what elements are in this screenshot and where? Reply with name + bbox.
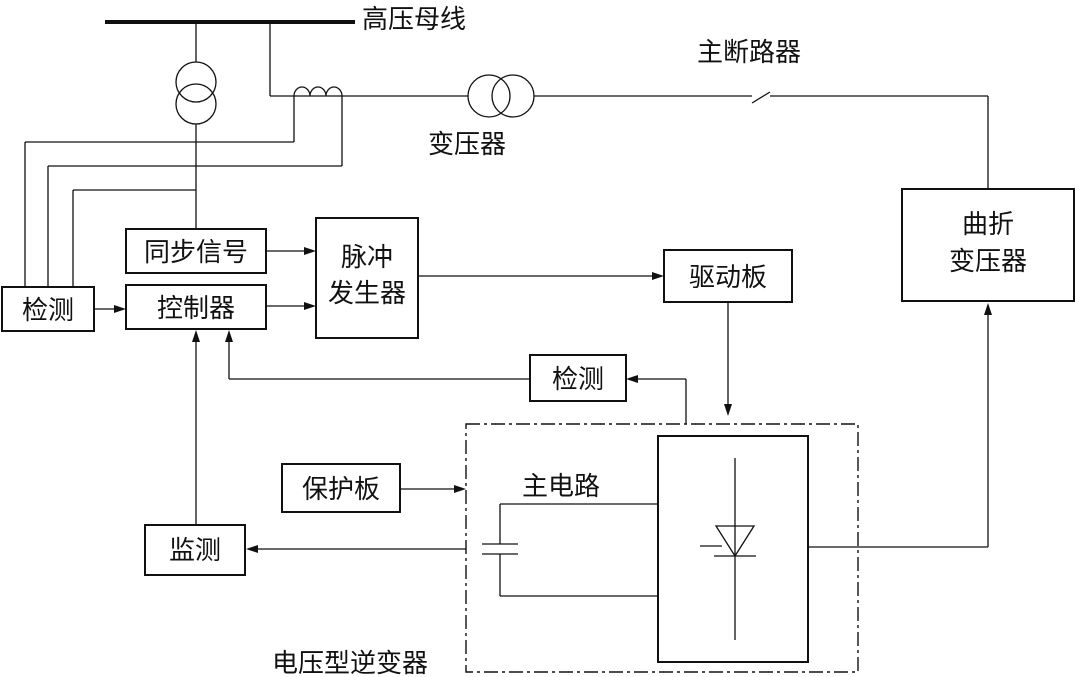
detect-mid-label: 检测 <box>552 365 604 395</box>
measurement-wires <box>24 96 343 287</box>
monitor-to-controller-arrow <box>192 330 200 342</box>
pulse-generator-box <box>315 217 419 339</box>
voltage-source-inverter-enclosure <box>465 423 859 673</box>
monitor-label: 监测 <box>169 536 221 566</box>
thyristor-icon <box>700 458 756 640</box>
main-circuit-label: 主电路 <box>522 472 600 502</box>
main-transformer-symbol <box>467 74 535 118</box>
pulse-to-driver-arrow <box>652 272 664 280</box>
bus-label: 高压母线 <box>362 5 466 35</box>
voltage-transformer-symbol <box>175 22 217 228</box>
dc-capacitor <box>482 503 658 597</box>
driver-to-inverter-arrow <box>724 404 732 416</box>
protection-to-inverter-arrow <box>454 485 466 493</box>
current-transformer-coil <box>293 86 343 97</box>
transformer-label: 变压器 <box>428 130 506 160</box>
inverter-label: 电压型逆变器 <box>272 649 428 677</box>
feeder-line <box>269 22 468 97</box>
sync-to-pulse-arrow <box>304 247 316 255</box>
main-breaker-label: 主断路器 <box>697 38 801 68</box>
controller-label: 控制器 <box>157 294 235 324</box>
power-switch-box <box>657 435 809 663</box>
zigzag-transformer-label-2: 变压器 <box>949 247 1027 277</box>
detect-to-controller-arrow <box>114 305 126 313</box>
protection-board-label: 保护板 <box>302 475 380 505</box>
inverter-to-detect-arrow <box>626 375 638 383</box>
pulse-generator-label-1: 脉冲 <box>341 243 393 273</box>
main-breaker-switch <box>751 91 771 104</box>
controller-box <box>125 284 267 330</box>
driver-board-label: 驱动板 <box>689 263 767 293</box>
detect-to-controller-feedback-arrow <box>225 330 233 342</box>
protection-board-box <box>281 463 401 513</box>
detect-left-label: 检测 <box>22 296 74 326</box>
zigzag-transformer-box <box>901 188 1075 302</box>
inverter-to-monitor-arrow <box>246 545 258 553</box>
detect-mid-box <box>529 354 627 402</box>
sync-signal-label: 同步信号 <box>144 238 248 268</box>
zigzag-transformer-label-1: 曲折 <box>962 210 1014 240</box>
pulse-generator-label-2: 发生器 <box>328 279 406 309</box>
inverter-output-arrow <box>984 303 992 315</box>
monitor-box <box>144 524 246 576</box>
controller-to-pulse-arrow <box>304 302 316 310</box>
